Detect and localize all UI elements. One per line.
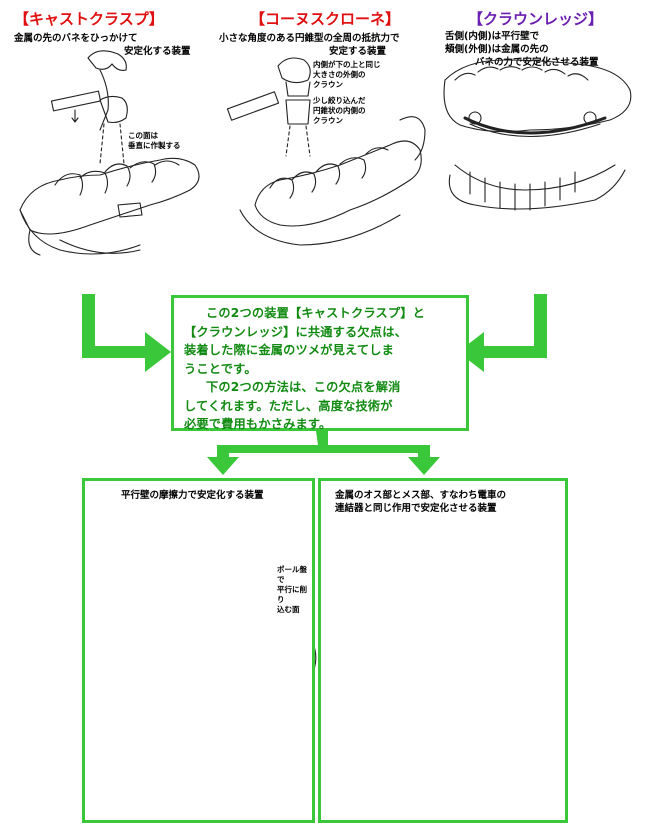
center-note-box: この2つの装置【キャストクラスプ】と 【クラウンレッジ】に共通する欠点は、 装着… — [171, 295, 469, 431]
title-konus-krone: 【コーヌスクローネ】 — [250, 10, 401, 28]
konus-crown-illustration — [226, 57, 426, 246]
cast-clasp-illustration — [19, 50, 200, 256]
caption-parallel-wall: 平行壁の摩擦力で安定化する装置 — [121, 490, 264, 501]
callout-inner-crown: 少し絞り込んだ 円錐状の内側の クラウン — [313, 96, 366, 125]
bottom-left-box: 平行壁の摩擦力で安定化する装置 ポール盤で 平行に削り 込む面 — [82, 478, 315, 823]
caption-konus-krone: 小さな角度のある円錐型の全周の抵抗力で 安定する装置 — [219, 33, 400, 57]
callout-vertical-surface: この面は 垂直に作製する — [128, 131, 181, 150]
center-note-text: この2つの装置【キャストクラスプ】と 【クラウンレッジ】に共通する欠点は、 装着… — [184, 306, 426, 431]
center-split-arrow — [207, 431, 440, 475]
caption-crown-ledge: 舌側(内側)は平行壁で 頬側(外側)は金属の先の バネの力で安定化させる装置 — [445, 31, 599, 68]
callout-drilled-surface: ポール盤で 平行に削り 込む面 — [277, 565, 307, 614]
green-arrows — [82, 294, 547, 475]
bottom-right-box: 金属のオス部とメス部、すなわち電車の 連結器と同じ作用で安定化させる装置 — [318, 478, 568, 823]
callout-outer-crown: 内側が下の上と同じ 大きさの外側の クラウン — [313, 60, 381, 89]
title-cast-clasp: 【キャストクラスプ】 — [14, 10, 164, 28]
crown-ledge-illustration — [443, 59, 632, 211]
left-arrow — [82, 294, 171, 372]
caption-attachment: 金属のオス部とメス部、すなわち電車の 連結器と同じ作用で安定化させる装置 — [335, 490, 507, 514]
caption-cast-clasp: 金属の先のバネをひっかけて 安定化する装置 — [14, 33, 191, 57]
title-crown-ledge: 【クラウンレッジ】 — [468, 10, 604, 28]
right-arrow — [458, 294, 547, 372]
